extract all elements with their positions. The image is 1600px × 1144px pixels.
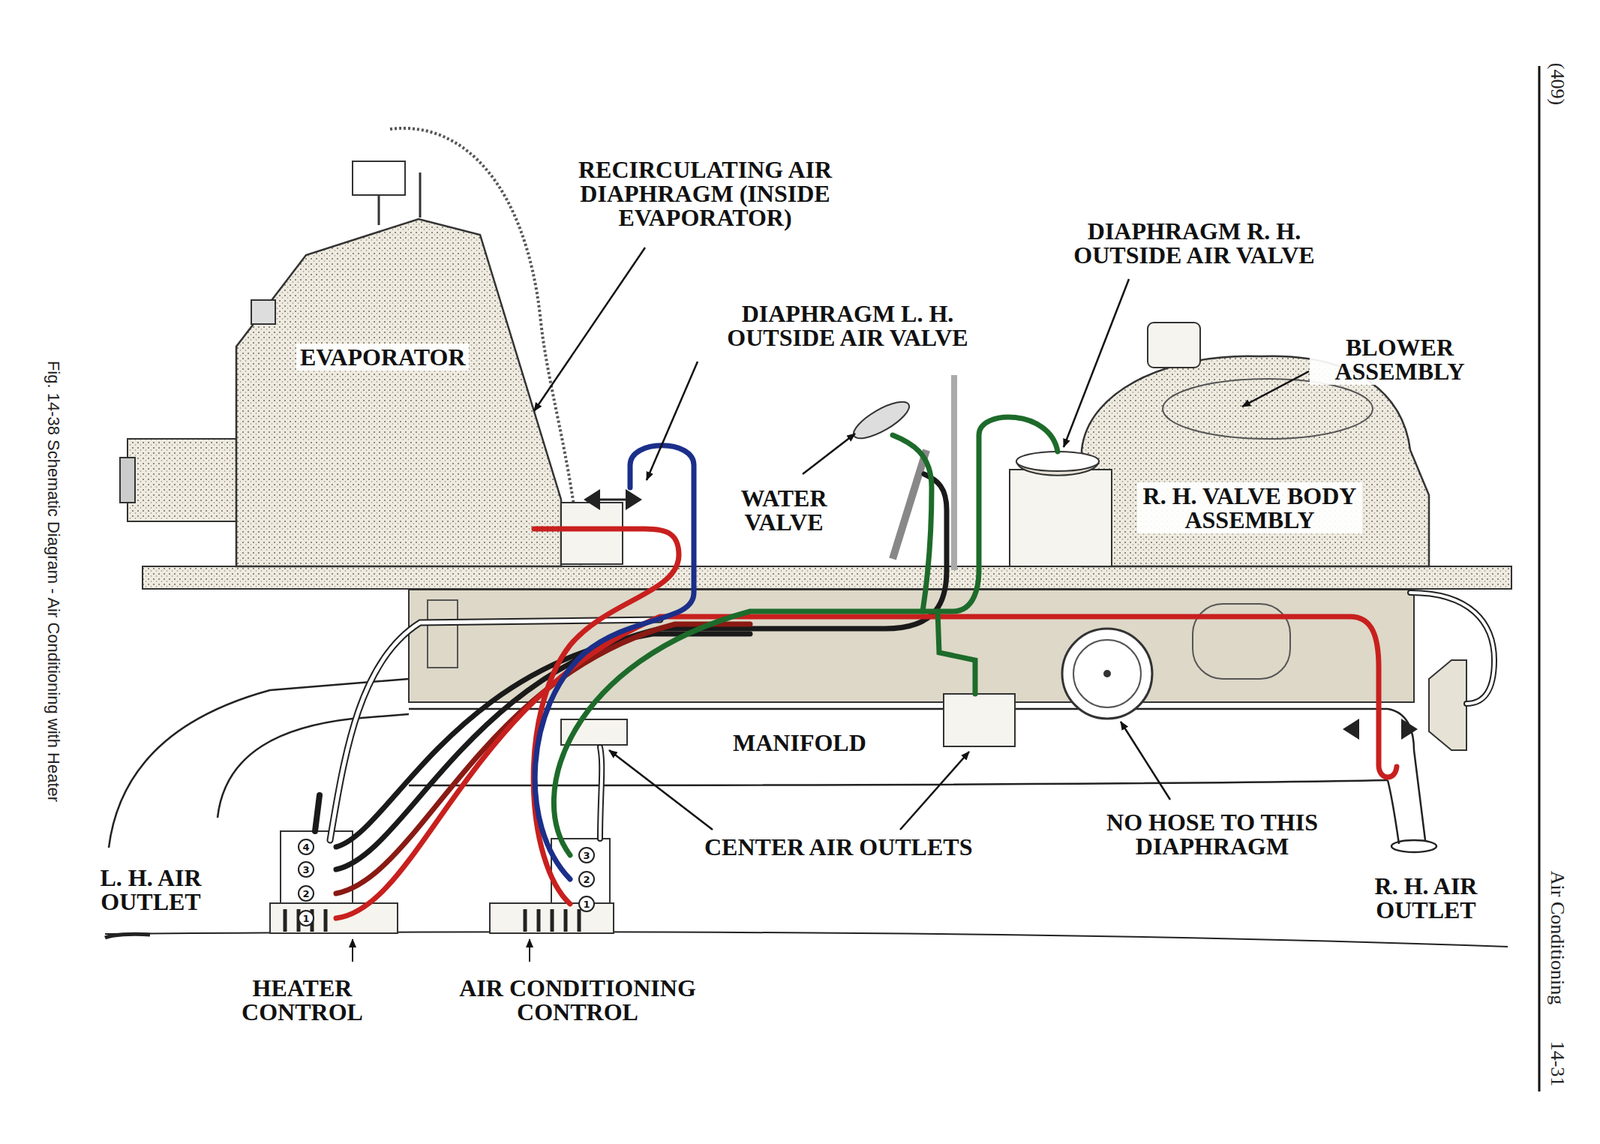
rh-valve-body <box>1016 451 1099 472</box>
vacuum-hose <box>330 619 661 841</box>
vacuum-hose <box>315 417 1495 919</box>
no-hose-diaphragm <box>1073 639 1141 708</box>
leader-line <box>1242 371 1309 407</box>
no-hose-diaphragm <box>1103 669 1111 678</box>
evaporator <box>251 300 276 325</box>
vacuum-hose <box>1410 592 1495 704</box>
part-label: R. H. AIR OUTLET <box>1350 872 1501 924</box>
vacuum-hose <box>892 435 932 612</box>
rh-valve-body <box>1009 451 1112 567</box>
ac-control <box>525 909 580 932</box>
vacuum-hose <box>315 795 320 832</box>
no-hose-diaphragm <box>1062 628 1153 719</box>
part-label: CENTER AIR OUTLETS <box>700 833 976 861</box>
lh-outside-air-valve <box>561 502 623 565</box>
leader-line <box>1063 279 1129 448</box>
water-valve <box>892 450 927 559</box>
floor-line <box>105 931 1508 947</box>
blower-assembly <box>1147 322 1201 368</box>
port-number: 1 <box>297 909 315 927</box>
duct <box>105 933 151 938</box>
duct <box>1391 840 1437 853</box>
vacuum-hose <box>336 474 947 870</box>
part-label: DIAPHRAGM L. H. OUTSIDE AIR VALVE <box>690 300 1006 352</box>
leader-line <box>646 361 698 481</box>
leader-line <box>609 750 713 830</box>
evaporator <box>127 438 241 522</box>
ac-control <box>528 939 531 962</box>
vacuum-hose <box>534 445 694 880</box>
leader-line <box>1120 721 1171 800</box>
blower-assembly <box>1162 378 1373 439</box>
page-rule <box>1538 66 1541 1092</box>
base-plate <box>142 566 1512 589</box>
heater-control <box>351 939 354 962</box>
duct <box>408 708 1388 711</box>
evaporator <box>120 161 562 567</box>
water-valve <box>951 375 958 571</box>
port-number: 2 <box>297 885 315 902</box>
leader-line <box>900 751 970 830</box>
evaporator <box>352 161 406 196</box>
rh-outlet-diaphragm <box>1342 660 1467 751</box>
duct <box>217 714 409 818</box>
vacuum-hose <box>336 616 1397 919</box>
rh-outlet-diaphragm <box>1428 660 1467 751</box>
port-number: 3 <box>297 861 315 878</box>
water-valve <box>849 375 955 571</box>
leader-line <box>534 247 646 412</box>
center-outlet <box>943 693 1015 747</box>
lh-outside-air-valve <box>600 498 626 502</box>
part-label: RECIRCULATING AIR DIAPHRAGM (INSIDE EVAP… <box>555 156 856 232</box>
housing-door <box>427 600 458 668</box>
heater-control <box>285 909 326 932</box>
port-number: 4 <box>297 838 315 856</box>
vacuum-hose <box>937 611 976 694</box>
page-margin-text: (409) <box>1545 63 1569 106</box>
vacuum-hose <box>533 528 679 904</box>
part-label: WATER VALVE <box>708 484 859 536</box>
vacuum-hose <box>553 417 1058 856</box>
part-label: DIAPHRAGM R. H. OUTSIDE AIR VALVE <box>1036 217 1352 269</box>
lh-outside-air-valve <box>583 489 643 511</box>
ac-control <box>489 903 614 934</box>
evaporator <box>120 457 136 503</box>
part-label: L. H. AIR OUTLET <box>75 864 226 916</box>
evaporator <box>236 219 562 567</box>
page-margin-text: 14-31 <box>1545 1041 1569 1087</box>
vacuum-hose <box>1410 592 1495 704</box>
vacuum-hose <box>336 633 751 847</box>
port-number: 2 <box>578 870 595 888</box>
vacuum-hose <box>600 747 602 839</box>
part-label: EVAPORATOR <box>296 343 469 371</box>
port-number: 1 <box>578 895 595 913</box>
rh-valve-body <box>1009 469 1112 567</box>
leader-line <box>534 247 1309 830</box>
part-label: R. H. VALVE BODY ASSEMBLY <box>1137 482 1363 534</box>
port-number: 3 <box>578 846 595 864</box>
part-label: HEATER CONTROL <box>234 974 370 1026</box>
page-margin-text: Air Conditioning <box>1545 870 1569 1005</box>
part-label: NO HOSE TO THIS DIAPHRAGM <box>1095 808 1329 860</box>
duct <box>1387 780 1399 844</box>
vacuum-hose <box>600 747 602 839</box>
leader-line <box>802 433 856 475</box>
evaporator <box>378 172 421 226</box>
figure-caption: Fig. 14-38 Schematic Diagram - Air Condi… <box>43 360 64 802</box>
part-label: AIR CONDITIONING CONTROL <box>442 974 713 1026</box>
blower-assembly <box>1081 356 1429 567</box>
part-label: BLOWER ASSEMBLY <box>1309 333 1490 385</box>
no-hose-diaphragm <box>1062 628 1153 719</box>
vacuum-hose <box>330 619 661 841</box>
duct <box>105 678 1437 938</box>
part-label: MANIFOLD <box>729 729 871 757</box>
